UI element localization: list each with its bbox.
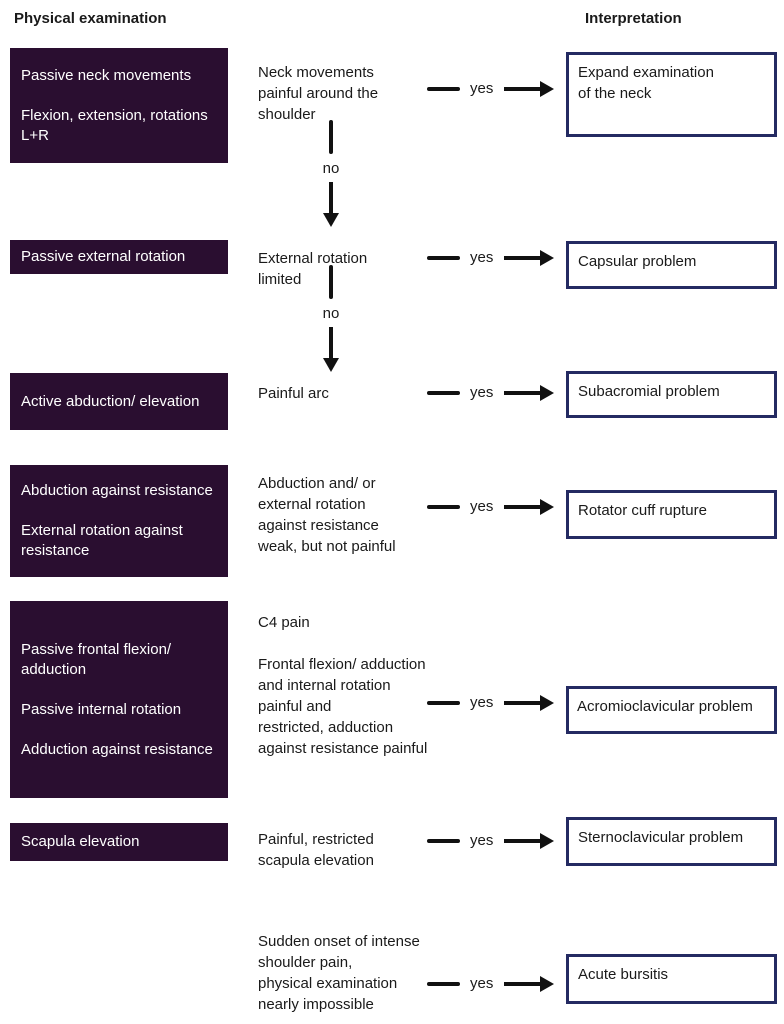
yes-connector: yes bbox=[425, 384, 557, 402]
line-segment bbox=[329, 265, 333, 299]
arrow-head-icon bbox=[540, 499, 554, 515]
yes-label: yes bbox=[470, 694, 494, 711]
arrow-head-icon bbox=[323, 213, 339, 227]
yes-label: yes bbox=[470, 384, 494, 401]
arrow-shaft bbox=[504, 256, 542, 260]
yes-label: yes bbox=[470, 975, 494, 992]
column-header-interpretation: Interpretation bbox=[585, 10, 682, 27]
exam-box-active-abduction-elevation: Active abduction/ elevation bbox=[10, 373, 228, 430]
arrow-shaft bbox=[504, 701, 542, 705]
exam-box-scapula-elevation: Scapula elevation bbox=[10, 823, 228, 861]
arrow-shaft bbox=[504, 839, 542, 843]
line-segment bbox=[427, 391, 460, 395]
interp-box-subacromial-problem: Subacromial problem bbox=[566, 371, 777, 418]
exam-box-passive-external-rotation: Passive external rotation bbox=[10, 240, 228, 274]
finding-external-rotation-limited: External rotation limited bbox=[258, 250, 368, 288]
interp-box-acromioclavicular-problem: Acromioclavicular problem bbox=[566, 686, 777, 734]
exam-box-abduction-against-resistance: Abduction against resistance External ro… bbox=[10, 465, 228, 577]
yes-connector: yes bbox=[425, 80, 557, 98]
arrow-head-icon bbox=[540, 81, 554, 97]
no-label: no bbox=[322, 160, 340, 177]
arrow-head-icon bbox=[540, 695, 554, 711]
yes-connector: yes bbox=[425, 975, 557, 993]
line-segment bbox=[427, 256, 460, 260]
yes-connector: yes bbox=[425, 694, 557, 712]
arrow-shaft bbox=[329, 327, 333, 359]
yes-connector: yes bbox=[425, 832, 557, 850]
arrow-shaft bbox=[329, 182, 333, 214]
arrow-shaft bbox=[504, 87, 542, 91]
yes-label: yes bbox=[470, 498, 494, 515]
finding-c4-pain-frontal-flexion: C4 pain Frontal flexion/ adduction and i… bbox=[258, 614, 428, 757]
no-label: no bbox=[322, 305, 340, 322]
line-segment bbox=[427, 505, 460, 509]
line-segment bbox=[427, 982, 460, 986]
arrow-shaft bbox=[504, 391, 542, 395]
interp-box-rotator-cuff-rupture: Rotator cuff rupture bbox=[566, 490, 777, 539]
arrow-shaft bbox=[504, 982, 542, 986]
interp-box-acute-bursitis: Acute bursitis bbox=[566, 954, 777, 1004]
arrow-head-icon bbox=[540, 976, 554, 992]
finding-painful-restricted-scapula-elevation: Painful, restricted scapula elevation bbox=[258, 831, 374, 869]
yes-label: yes bbox=[470, 249, 494, 266]
exam-box-passive-frontal-flexion-adduction: Passive frontal flexion/ adduction Passi… bbox=[10, 601, 228, 798]
interp-box-capsular-problem: Capsular problem bbox=[566, 241, 777, 289]
arrow-head-icon bbox=[540, 385, 554, 401]
finding-sudden-onset-intense-pain: Sudden onset of intense shoulder pain, p… bbox=[258, 933, 420, 1013]
no-connector: no bbox=[316, 120, 346, 228]
line-segment bbox=[427, 839, 460, 843]
line-segment bbox=[329, 120, 333, 154]
finding-neck-movements-painful: Neck movements painful around the should… bbox=[258, 64, 379, 123]
arrow-shaft bbox=[504, 505, 542, 509]
line-segment bbox=[427, 701, 460, 705]
finding-abduction-weak-not-painful: Abduction and/ or external rotation agai… bbox=[258, 475, 396, 555]
yes-connector: yes bbox=[425, 498, 557, 516]
arrow-head-icon bbox=[540, 833, 554, 849]
finding-painful-arc: Painful arc bbox=[258, 385, 329, 402]
interp-box-expand-examination-neck: Expand examination of the neck bbox=[566, 52, 777, 137]
yes-label: yes bbox=[470, 80, 494, 97]
line-segment bbox=[427, 87, 460, 91]
interp-box-sternoclavicular-problem: Sternoclavicular problem bbox=[566, 817, 777, 866]
arrow-head-icon bbox=[323, 358, 339, 372]
yes-connector: yes bbox=[425, 249, 557, 267]
arrow-head-icon bbox=[540, 250, 554, 266]
no-connector: no bbox=[316, 265, 346, 373]
yes-label: yes bbox=[470, 832, 494, 849]
column-header-physical-examination: Physical examination bbox=[14, 10, 167, 27]
exam-box-passive-neck-movements: Passive neck movements Flexion, extensio… bbox=[10, 48, 228, 163]
